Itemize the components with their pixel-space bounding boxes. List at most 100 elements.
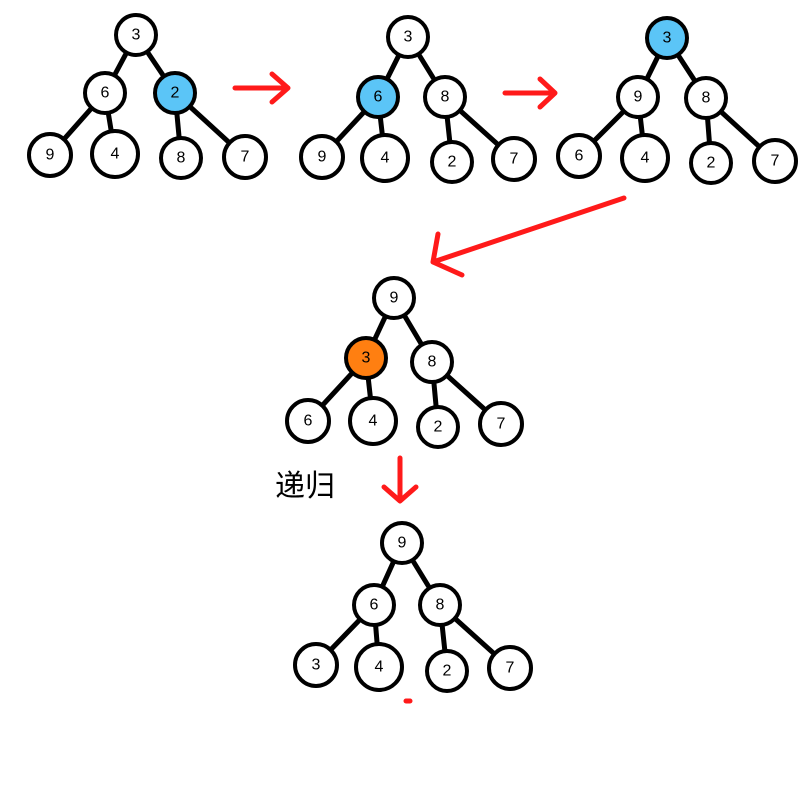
- transition-arrows: [232, 71, 627, 704]
- step5-node-3: 3: [293, 642, 339, 688]
- step5-node-6: 6: [352, 583, 396, 627]
- step5-node-8: 8: [418, 583, 462, 627]
- node-label: 6: [575, 148, 584, 165]
- node-label: 3: [132, 27, 141, 44]
- step5-node-4: 4: [354, 642, 404, 692]
- node-label: 2: [443, 663, 452, 680]
- node-label: 9: [398, 535, 407, 552]
- step4-node-9: 9: [372, 276, 416, 320]
- step2-node-2: 2: [430, 140, 474, 184]
- node-label: 9: [46, 147, 55, 164]
- node-label: 6: [374, 89, 383, 106]
- recursion-label: 递归: [275, 469, 335, 504]
- node-label: 3: [404, 29, 413, 46]
- node-circle: [372, 276, 416, 320]
- step3-node-6: 6: [556, 133, 602, 179]
- node-label: 7: [771, 153, 780, 170]
- node-label: 7: [510, 151, 519, 168]
- node-circle: [487, 645, 533, 691]
- node-circle: [491, 136, 537, 182]
- step5-node-2: 2: [425, 649, 469, 693]
- node-label: 2: [707, 155, 716, 172]
- node-circle: [423, 75, 467, 119]
- node-label: 2: [434, 419, 443, 436]
- step3-node-9: 9: [616, 75, 660, 119]
- node-label: 7: [497, 416, 506, 433]
- node-circle: [380, 521, 424, 565]
- node-label: 9: [634, 89, 643, 106]
- step4-node-2: 2: [416, 405, 460, 449]
- node-circle: [348, 396, 398, 446]
- node-circle: [360, 133, 410, 183]
- node-circle: [386, 15, 430, 59]
- node-circle: [430, 140, 474, 184]
- node-label: 6: [101, 85, 110, 102]
- node-circle: [153, 71, 197, 115]
- node-circle: [114, 13, 158, 57]
- step3-node-8: 8: [684, 76, 728, 120]
- node-circle: [90, 129, 140, 179]
- node-circle: [410, 340, 454, 384]
- step3-node-4: 4: [620, 133, 670, 183]
- node-circle: [620, 133, 670, 183]
- node-label: 8: [177, 150, 186, 167]
- node-circle: [645, 16, 689, 60]
- node-label: 8: [436, 597, 445, 614]
- arrow-right-1: [232, 71, 291, 105]
- node-label: 2: [448, 154, 457, 171]
- step1-node-3: 3: [114, 13, 158, 57]
- step4-node-6: 6: [285, 398, 331, 444]
- step2-node-8: 8: [423, 75, 467, 119]
- step1-node-4: 4: [90, 129, 140, 179]
- step1-node-9: 9: [27, 132, 73, 178]
- node-label: 3: [663, 30, 672, 47]
- node-circle: [352, 583, 396, 627]
- node-label: 2: [171, 85, 180, 102]
- node-circle: [556, 133, 602, 179]
- step3-node-3: 3: [645, 16, 689, 60]
- node-circle: [344, 336, 388, 380]
- step2-node-3: 3: [386, 15, 430, 59]
- node-label: 4: [381, 150, 390, 167]
- node-circle: [222, 134, 268, 180]
- step1-node-7: 7: [222, 134, 268, 180]
- node-label: 3: [362, 350, 371, 367]
- step4-node-3: 3: [344, 336, 388, 380]
- node-circle: [83, 71, 127, 115]
- node-circle: [684, 76, 728, 120]
- node-circle: [285, 398, 331, 444]
- arrow-right-2: [502, 76, 558, 110]
- node-circle: [616, 75, 660, 119]
- step3-node-2: 2: [689, 141, 733, 185]
- step3-node-7: 7: [752, 138, 798, 184]
- node-label: 7: [241, 149, 250, 166]
- arrow-down: [381, 455, 419, 504]
- node-circle: [478, 401, 524, 447]
- node-label: 8: [441, 89, 450, 106]
- step4-node-7: 7: [478, 401, 524, 447]
- step5-node-9: 9: [380, 521, 424, 565]
- node-circle: [752, 138, 798, 184]
- node-circle: [356, 75, 400, 119]
- step4-node-4: 4: [348, 396, 398, 446]
- node-circle: [425, 649, 469, 693]
- node-circle: [416, 405, 460, 449]
- step1-node-6: 6: [83, 71, 127, 115]
- step2-node-6: 6: [356, 75, 400, 119]
- node-circle: [159, 136, 203, 180]
- arrow-down-left: [430, 195, 627, 278]
- node-circle: [418, 583, 462, 627]
- node-label: 6: [304, 413, 313, 430]
- node-label: 8: [428, 354, 437, 371]
- node-label: 4: [375, 659, 384, 676]
- node-circle: [689, 141, 733, 185]
- step4-node-8: 8: [410, 340, 454, 384]
- node-label: 6: [370, 597, 379, 614]
- step5-node-7: 7: [487, 645, 533, 691]
- node-circle: [27, 132, 73, 178]
- node-circle: [354, 642, 404, 692]
- step2-node-4: 4: [360, 133, 410, 183]
- step1-node-2: 2: [153, 71, 197, 115]
- step2-node-9: 9: [299, 134, 345, 180]
